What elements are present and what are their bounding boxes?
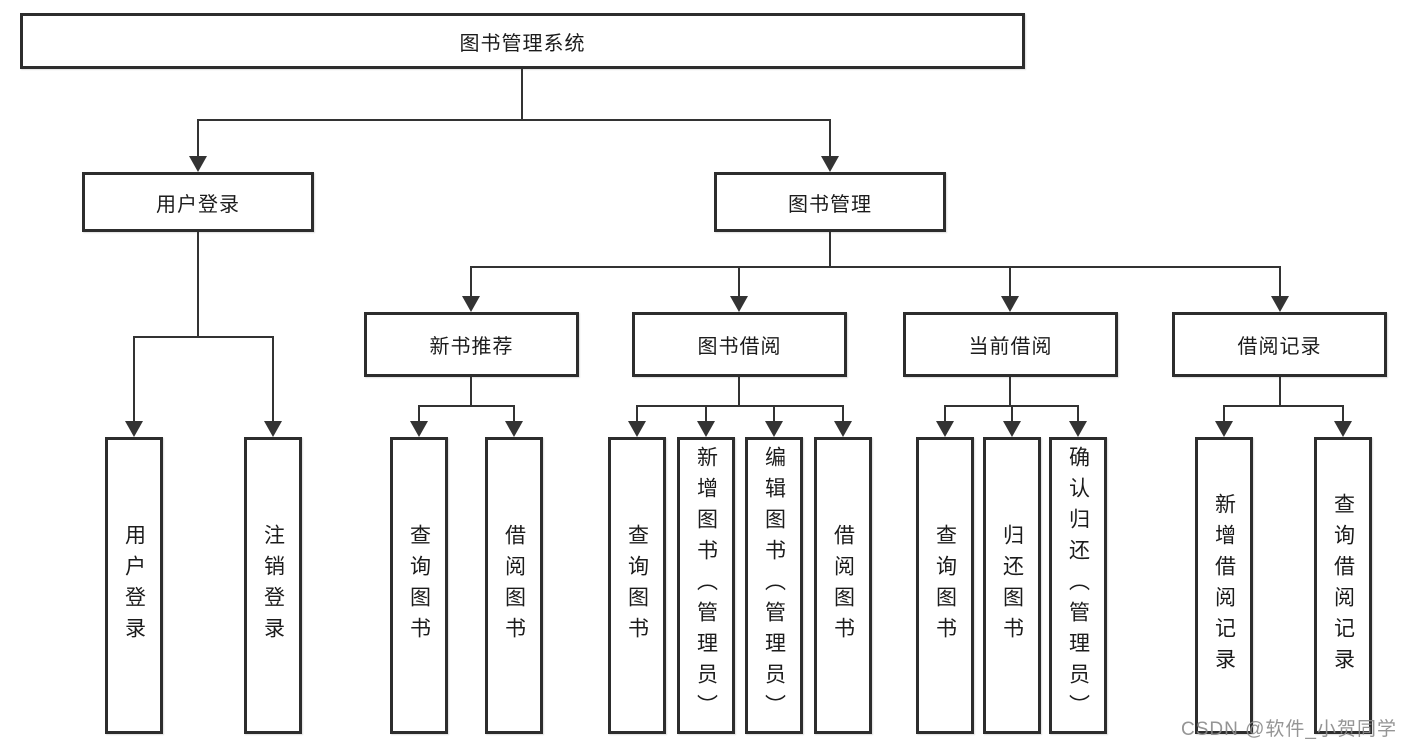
- arrow-down-icon: [462, 296, 480, 312]
- leaf-return-book: 归还图书: [983, 437, 1041, 734]
- node-book-borrow: 图书借阅: [632, 312, 847, 377]
- arrow-down-icon: [834, 421, 852, 437]
- leaf-query-borrow-record: 查询借阅记录: [1314, 437, 1372, 734]
- arrow-down-icon: [821, 156, 839, 172]
- arrow-down-icon: [1215, 421, 1233, 437]
- connector-line: [773, 405, 775, 422]
- connector-line: [636, 405, 844, 407]
- leaf-query-books-borrow: 查询图书: [608, 437, 666, 734]
- arrow-down-icon: [1003, 421, 1021, 437]
- arrow-down-icon: [189, 156, 207, 172]
- connector-line: [418, 405, 420, 422]
- connector-line: [470, 377, 472, 407]
- leaf-edit-book-admin: 编辑图书（管理员）: [745, 437, 803, 734]
- arrow-down-icon: [1001, 296, 1019, 312]
- arrow-down-icon: [765, 421, 783, 437]
- connector-line: [197, 232, 199, 338]
- leaf-user-login: 用户登录: [105, 437, 163, 734]
- connector-line: [470, 266, 472, 296]
- connector-line: [842, 405, 844, 422]
- leaf-add-book-admin: 新增图书（管理员）: [677, 437, 735, 734]
- node-new-book-recommend: 新书推荐: [364, 312, 579, 377]
- connector-line: [197, 119, 199, 157]
- connector-line: [513, 405, 515, 422]
- leaf-add-borrow-record: 新增借阅记录: [1195, 437, 1253, 734]
- connector-line: [738, 266, 740, 296]
- arrow-down-icon: [125, 421, 143, 437]
- connector-line: [1342, 405, 1344, 422]
- connector-line: [418, 405, 515, 407]
- connector-line: [829, 119, 831, 157]
- leaf-borrow-books: 借阅图书: [814, 437, 872, 734]
- leaf-logout: 注销登录: [244, 437, 302, 734]
- connector-line: [636, 405, 638, 422]
- node-user-login: 用户登录: [82, 172, 314, 232]
- connector-line: [705, 405, 707, 422]
- node-library-system: 图书管理系统: [20, 13, 1025, 69]
- connector-line: [521, 69, 523, 120]
- arrow-down-icon: [1271, 296, 1289, 312]
- connector-line: [1009, 377, 1011, 407]
- connector-line: [1279, 377, 1281, 407]
- connector-line: [1223, 405, 1344, 407]
- connector-line: [1279, 266, 1281, 296]
- arrow-down-icon: [936, 421, 954, 437]
- connector-line: [197, 119, 831, 121]
- arrow-down-icon: [1334, 421, 1352, 437]
- leaf-borrow-books-recommend: 借阅图书: [485, 437, 543, 734]
- arrow-down-icon: [1069, 421, 1087, 437]
- node-borrow-records: 借阅记录: [1172, 312, 1387, 377]
- leaf-confirm-return-admin: 确认归还（管理员）: [1049, 437, 1107, 734]
- arrow-down-icon: [730, 296, 748, 312]
- csdn-watermark: CSDN @软件_小贺同学: [1181, 719, 1397, 740]
- arrow-down-icon: [505, 421, 523, 437]
- connector-line: [829, 232, 831, 268]
- connector-line: [944, 405, 946, 422]
- arrow-down-icon: [697, 421, 715, 437]
- node-book-management: 图书管理: [714, 172, 946, 232]
- connector-line: [738, 377, 740, 407]
- connector-line: [1077, 405, 1079, 422]
- arrow-down-icon: [264, 421, 282, 437]
- connector-line: [1009, 266, 1011, 296]
- connector-line: [470, 266, 1281, 268]
- connector-line: [1011, 405, 1013, 422]
- connector-line: [133, 336, 274, 338]
- connector-line: [1223, 405, 1225, 422]
- arrow-down-icon: [628, 421, 646, 437]
- connector-line: [133, 336, 135, 421]
- connector-line: [272, 336, 274, 421]
- leaf-query-books-recommend: 查询图书: [390, 437, 448, 734]
- leaf-query-books-current: 查询图书: [916, 437, 974, 734]
- arrow-down-icon: [410, 421, 428, 437]
- node-current-borrow: 当前借阅: [903, 312, 1118, 377]
